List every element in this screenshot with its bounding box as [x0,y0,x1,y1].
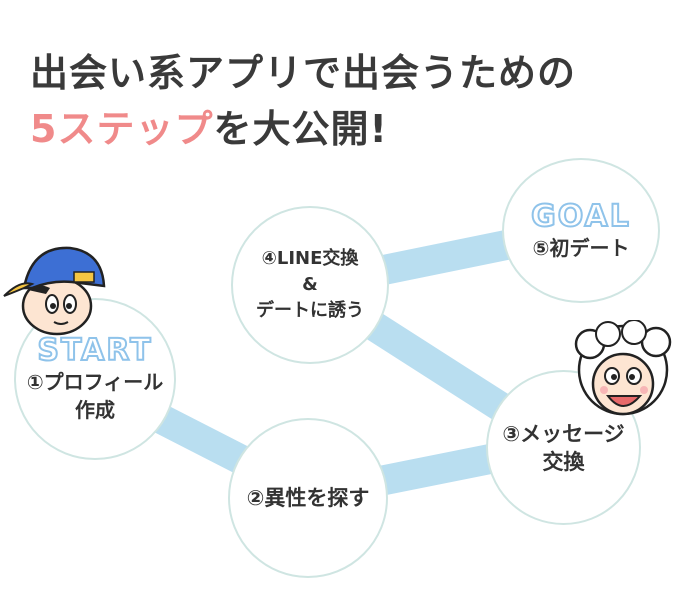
title-rest: を大公開! [213,107,388,151]
step4-label: ④LINE交換 & デートに誘う [256,248,364,321]
step2-circle: ②異性を探す [228,418,388,578]
sheep-face-icon [574,320,672,416]
title-accent: 5ステップ [30,107,214,151]
step5-label: ⑤初デート [532,235,630,260]
step3-label: ③メッセージ 交換 [502,421,625,474]
step5-circle: GOAL ⑤初デート [502,158,660,303]
boy-with-cap-icon [3,246,106,336]
start-badge: START [36,333,153,369]
step4-circle: ④LINE交換 & デートに誘う [231,206,389,364]
goal-badge: GOAL [530,198,631,234]
step1-label: ①プロフィール 作成 [26,370,164,422]
title-line-1: 出会い系アプリで出会うための [30,51,577,95]
title-line-2: 5ステップを大公開! [30,98,388,153]
step2-label: ②異性を探す [246,486,370,510]
